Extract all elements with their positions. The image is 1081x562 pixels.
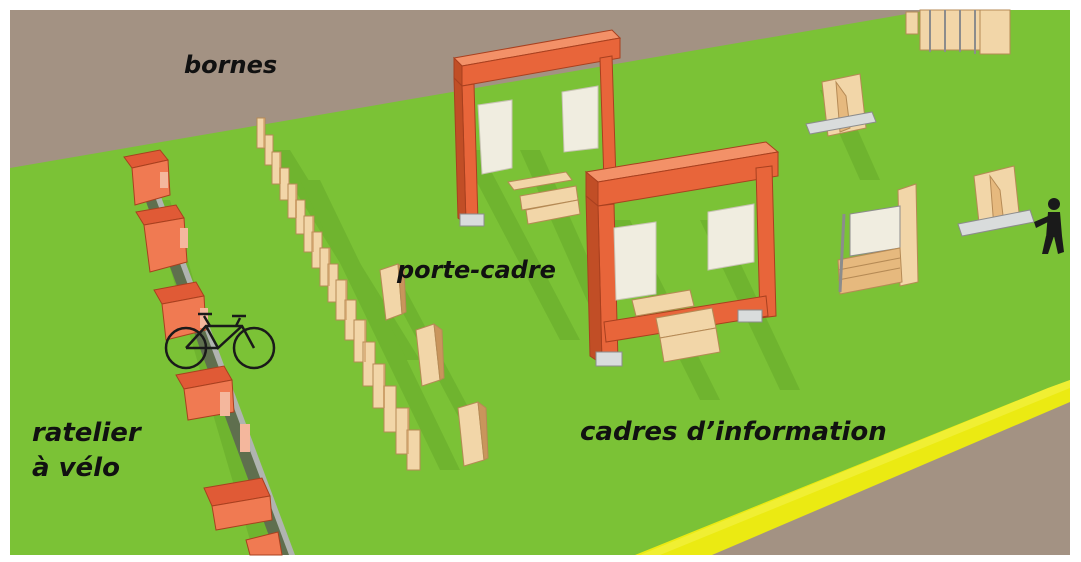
label-porte-cadre: porte-cadre	[397, 256, 556, 284]
cadres-information-frame	[584, 141, 780, 367]
pedestrian-figure	[1034, 198, 1064, 254]
bornes-posts	[256, 117, 421, 471]
label-ratelier-line1: ratelier	[32, 418, 141, 448]
label-bornes: bornes	[184, 51, 278, 79]
bicycle-icon	[164, 312, 276, 370]
porte-cadre-back	[452, 29, 622, 227]
wooden-stools	[379, 263, 489, 467]
bike-rack	[123, 149, 295, 556]
label-cadres-information: cadres d’information	[580, 417, 887, 447]
label-ratelier-line2: à vélo	[32, 453, 120, 484]
label-ratelier-velo: ratelier à vélo	[32, 416, 141, 486]
wooden-displays-right	[805, 9, 1035, 295]
